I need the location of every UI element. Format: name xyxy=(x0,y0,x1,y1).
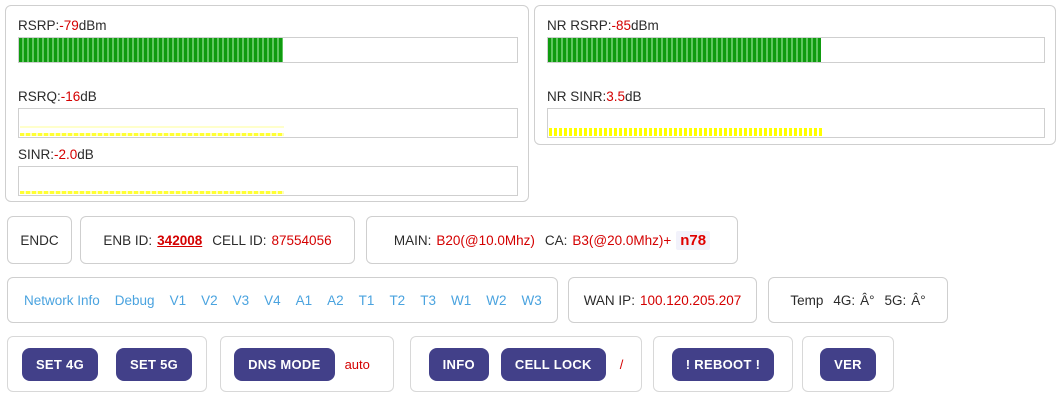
endc-chip: ENDC xyxy=(7,216,72,264)
cell-id-label: CELL ID: xyxy=(212,232,267,248)
sinr-trace xyxy=(20,191,284,194)
sidebar-item-w1[interactable]: W1 xyxy=(450,292,472,308)
version-button-group: VER xyxy=(802,336,894,392)
cell-identity-chip: ENB ID:342008 CELL ID:87554056 xyxy=(80,216,355,264)
wan-ip-value: 100.120.205.207 xyxy=(639,292,742,308)
sidebar-item-v4[interactable]: V4 xyxy=(264,292,281,308)
endc-label: ENDC xyxy=(20,232,59,248)
wan-ip-label: WAN IP: xyxy=(583,292,635,308)
nr-rsrp-meter xyxy=(547,37,1045,63)
rsrq-label: RSRQ:-16dB xyxy=(18,89,97,104)
sidebar-item-t2[interactable]: T2 xyxy=(389,292,406,308)
metric-nr-sinr: NR SINR:3.5dB xyxy=(547,89,1045,138)
nr-rsrp-label: NR RSRP:-85dBm xyxy=(547,18,659,33)
sidebar-item-v2[interactable]: V2 xyxy=(201,292,218,308)
reboot-button[interactable]: ! REBOOT ! xyxy=(671,347,775,381)
nr-rsrp-bar-fill xyxy=(548,38,821,62)
main-band-value: B20(@10.0Mhz) xyxy=(436,232,535,248)
mode-button-group: SET 4G SET 5G xyxy=(7,336,207,392)
sidebar-item-w2[interactable]: W2 xyxy=(486,292,507,308)
rsrq-trace-upper xyxy=(20,126,284,128)
rsrp-bar-fill xyxy=(19,38,283,62)
set-5g-button[interactable]: SET 5G xyxy=(116,347,193,381)
nav-links-bar: Network Info Debug V1 V2 V3 V4 A1 A2 T1 … xyxy=(7,277,558,323)
cell-id-value: 87554056 xyxy=(271,232,332,248)
sidebar-item-v1[interactable]: V1 xyxy=(169,292,187,308)
temp-5g-label: 5G: xyxy=(884,292,907,308)
cell-lock-button[interactable]: CELL LOCK xyxy=(500,347,606,381)
lte-signal-panel: RSRP:-79dBm RSRQ:-16dB SINR:-2.0dB xyxy=(5,5,529,202)
temp-4g-value: Â° xyxy=(860,292,875,308)
sidebar-item-v3[interactable]: V3 xyxy=(232,292,250,308)
rsrp-meter xyxy=(18,37,518,63)
cell-lock-value: / xyxy=(619,356,624,372)
sidebar-item-debug[interactable]: Debug xyxy=(114,292,155,308)
dns-mode-button[interactable]: DNS MODE xyxy=(234,347,335,381)
dns-button-group: DNS MODE auto xyxy=(220,336,394,392)
ca-value: B3(@20.0Mhz)+ xyxy=(572,232,672,248)
enb-id-label: ENB ID: xyxy=(103,232,153,248)
dns-mode-value: auto xyxy=(344,356,370,372)
metric-rsrq: RSRQ:-16dB xyxy=(18,89,518,138)
metric-nr-rsrp: NR RSRP:-85dBm xyxy=(547,18,1045,63)
sidebar-item-network-info[interactable]: Network Info xyxy=(24,292,100,308)
rsrq-meter xyxy=(18,108,518,138)
rsrq-trace xyxy=(20,133,284,136)
temp-5g-value: Â° xyxy=(911,292,926,308)
wan-ip-chip: WAN IP:100.120.205.207 xyxy=(568,277,757,323)
temp-label: Temp xyxy=(790,292,824,308)
sinr-label: SINR:-2.0dB xyxy=(18,147,94,162)
main-band-label: MAIN: xyxy=(393,232,432,248)
band-chip: MAIN:B20(@10.0Mhz) CA:B3(@20.0Mhz)+n78 xyxy=(366,216,738,264)
sinr-meter xyxy=(18,166,518,196)
version-button[interactable]: VER xyxy=(820,347,876,381)
sidebar-item-t1[interactable]: T1 xyxy=(358,292,375,308)
rsrp-label: RSRP:-79dBm xyxy=(18,18,107,33)
ca-label: CA: xyxy=(544,232,568,248)
sidebar-item-t3[interactable]: T3 xyxy=(420,292,436,308)
nr-sinr-meter xyxy=(547,108,1045,138)
nr-signal-panel: NR RSRP:-85dBm NR SINR:3.5dB xyxy=(534,5,1056,145)
nr-sinr-label: NR SINR:3.5dB xyxy=(547,89,642,104)
set-4g-button[interactable]: SET 4G xyxy=(21,347,98,381)
sidebar-item-a2[interactable]: A2 xyxy=(327,292,344,308)
info-button-group: INFO CELL LOCK / xyxy=(410,336,642,392)
enb-id-value: 342008 xyxy=(157,232,203,248)
info-button[interactable]: INFO xyxy=(428,347,489,381)
nr-sinr-trace xyxy=(549,128,822,136)
metric-rsrp: RSRP:-79dBm xyxy=(18,18,518,63)
metric-sinr: SINR:-2.0dB xyxy=(18,147,518,196)
temp-4g-label: 4G: xyxy=(833,292,856,308)
reboot-button-group: ! REBOOT ! xyxy=(653,336,793,392)
sidebar-item-a1[interactable]: A1 xyxy=(295,292,313,308)
sidebar-item-w3[interactable]: W3 xyxy=(521,292,542,308)
nr-band-badge: n78 xyxy=(676,230,711,250)
